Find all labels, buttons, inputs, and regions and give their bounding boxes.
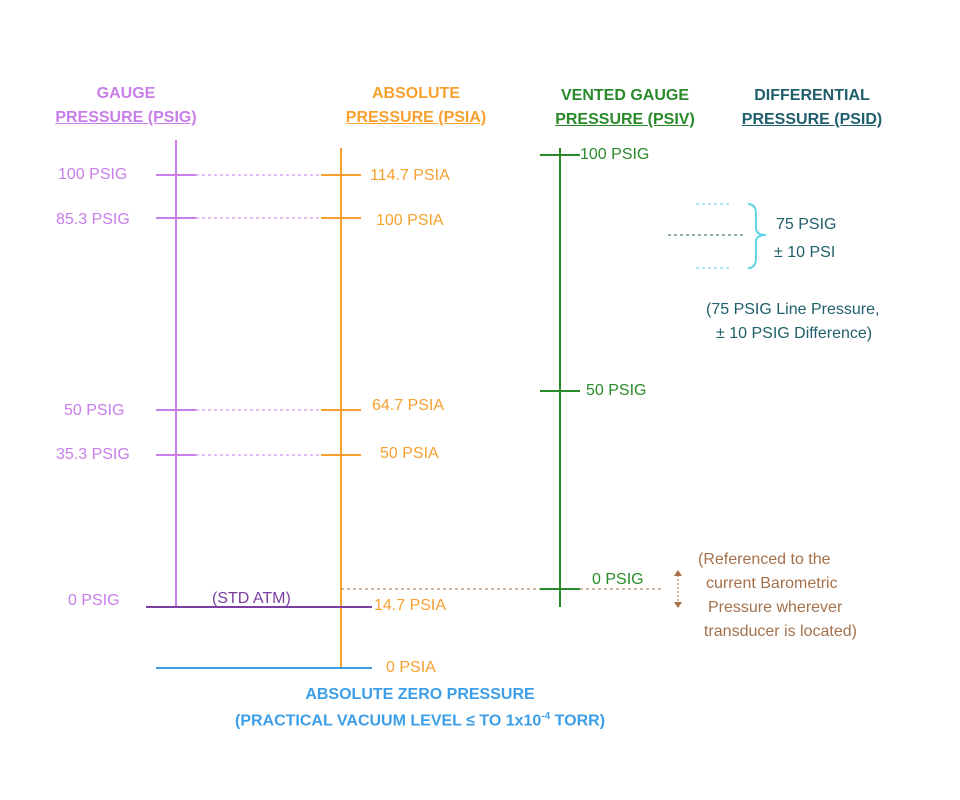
- header-vented-line1: VENTED GAUGE: [560, 87, 689, 104]
- caption-line2-suffix: TORR): [550, 712, 606, 730]
- header-differential-line2: PRESSURE (PSID): [741, 111, 883, 128]
- absolute-zero-caption-line2: (PRACTICAL VACUUM LEVEL ≤ TO 1x10-4 TORR…: [200, 706, 640, 732]
- std-atm-label: (STD ATM): [212, 590, 291, 607]
- barometric-note-line1: (Referenced to the: [698, 551, 831, 568]
- diff-bracket: [747, 203, 767, 269]
- header-absolute-line2: PRESSURE (PSIA): [345, 109, 487, 126]
- diff-value: 75 PSIG: [776, 216, 837, 233]
- barometric-note-line4: transducer is located): [704, 623, 857, 640]
- gauge-label-50: 50 PSIG: [64, 402, 125, 419]
- absolute-label-50: 50 PSIA: [380, 445, 439, 462]
- header-differential: DIFFERENTIAL PRESSURE (PSID): [722, 84, 902, 132]
- absolute-label-14: 14.7 PSIA: [374, 597, 447, 614]
- barometric-note-line3: Pressure wherever: [708, 599, 843, 616]
- header-differential-line1: DIFFERENTIAL: [754, 87, 870, 104]
- barometric-note-line2: current Barometric: [706, 575, 838, 592]
- gauge-label-35: 35.3 PSIG: [56, 446, 130, 463]
- caption-exponent: -4: [541, 711, 551, 722]
- diff-tolerance: ± 10 PSI: [774, 244, 836, 261]
- barometric-arrow-up: [674, 570, 682, 576]
- absolute-label-64: 64.7 PSIA: [372, 397, 445, 414]
- header-absolute: ABSOLUTE PRESSURE (PSIA): [326, 82, 506, 130]
- header-gauge-line2: PRESSURE (PSIG): [55, 109, 197, 126]
- header-vented: VENTED GAUGE PRESSURE (PSIV): [534, 84, 716, 132]
- header-absolute-line1: ABSOLUTE: [372, 85, 460, 102]
- gauge-label-0: 0 PSIG: [68, 592, 120, 609]
- absolute-label-114: 114.7 PSIA: [370, 167, 450, 184]
- absolute-zero-caption-line1: ABSOLUTE ZERO PRESSURE: [305, 686, 535, 703]
- gauge-label-85: 85.3 PSIG: [56, 211, 130, 228]
- vented-label-50: 50 PSIG: [586, 382, 647, 399]
- vented-label-100: 100 PSIG: [580, 146, 650, 163]
- diff-note-line2: ± 10 PSIG Difference): [716, 325, 873, 342]
- absolute-label-0: 0 PSIA: [386, 659, 436, 676]
- gauge-label-100: 100 PSIG: [58, 166, 128, 183]
- absolute-label-100: 100 PSIA: [376, 212, 444, 229]
- vented-label-0: 0 PSIG: [592, 571, 644, 588]
- header-gauge-line1: GAUGE: [96, 85, 156, 102]
- diff-note-line1: (75 PSIG Line Pressure,: [706, 301, 880, 318]
- absolute-zero-caption: ABSOLUTE ZERO PRESSURE (PRACTICAL VACUUM…: [200, 684, 640, 732]
- barometric-arrow-down: [674, 602, 682, 608]
- header-gauge: GAUGE PRESSURE (PSIG): [40, 82, 212, 130]
- caption-line2-prefix: (PRACTICAL VACUUM LEVEL ≤ TO 1x10: [234, 712, 542, 730]
- header-vented-line2: PRESSURE (PSIV): [555, 111, 695, 128]
